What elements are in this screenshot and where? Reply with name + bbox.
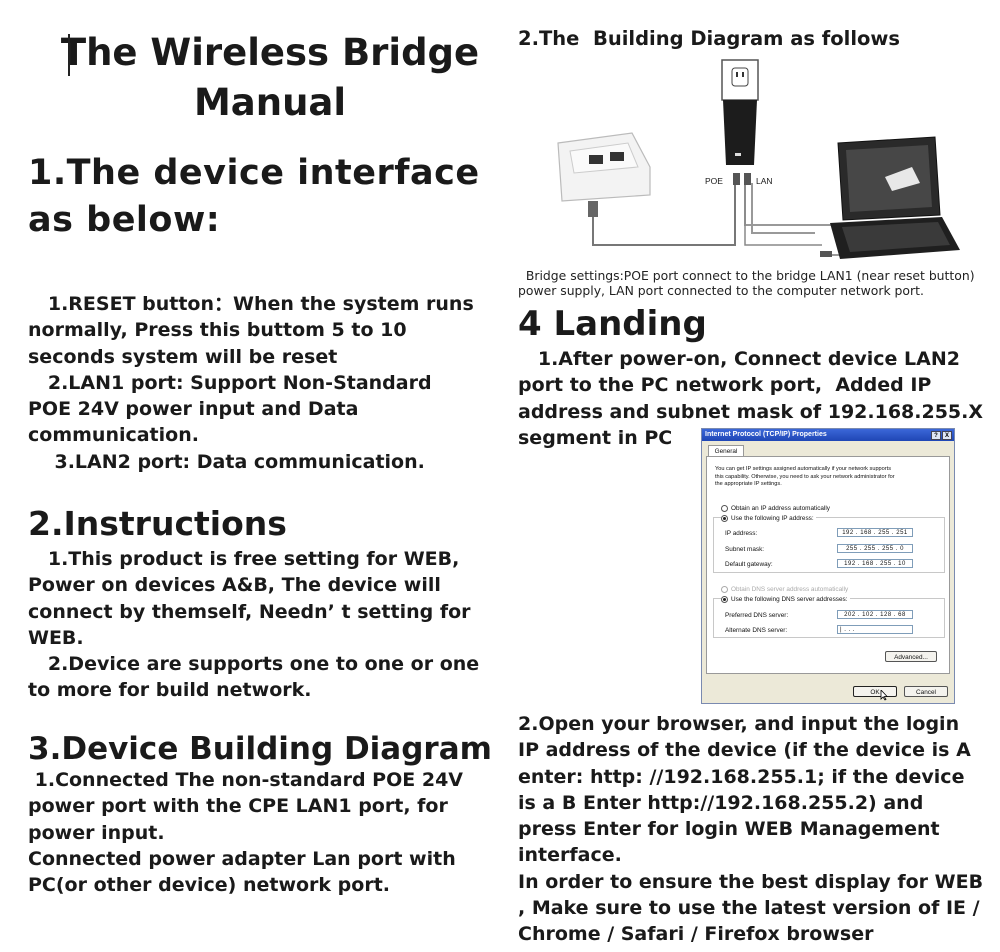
- lan-wire-b: [751, 183, 815, 234]
- section4-step1: 1.After power-on, Connect device LAN2 po…: [518, 348, 984, 449]
- preferred-dns-label: Preferred DNS server:: [725, 612, 789, 619]
- lan-label: LAN: [756, 176, 773, 186]
- building-diagram: [557, 59, 960, 259]
- poe-wire: [592, 185, 736, 246]
- ip-group: [713, 517, 945, 573]
- section1-body: 1.RESET button：When the system runs norm…: [28, 293, 474, 473]
- ok-button[interactable]: OK: [853, 686, 897, 697]
- section3-body: 1.Connected The non-standard POE 24V pow…: [28, 769, 463, 897]
- ip-address-field[interactable]: 192 . 168 . 255 . 251: [837, 528, 913, 537]
- cancel-button[interactable]: Cancel: [904, 686, 948, 697]
- subnet-mask-label: Subnet mask:: [725, 546, 765, 553]
- poe-label: POE: [705, 176, 723, 186]
- section4-heading: 4 Landing: [518, 304, 707, 344]
- preferred-dns-field[interactable]: 202 . 102 . 128 . 68: [837, 610, 913, 619]
- tab-general[interactable]: General: [708, 445, 744, 457]
- use-following-ip-radio[interactable]: [721, 515, 728, 522]
- subnet-mask-field[interactable]: 255 . 255 . 255 . 0: [837, 544, 913, 553]
- cpe-device-image: [557, 132, 651, 217]
- tcpip-properties-dialog: Internet Protocol (TCP/IP) Properties ?X…: [701, 428, 955, 704]
- lan-wire-c: [744, 185, 822, 246]
- help-button[interactable]: ?: [931, 431, 941, 440]
- text-cursor: [68, 34, 70, 76]
- dialog-title-bar: Internet Protocol (TCP/IP) Properties ?X: [702, 429, 954, 441]
- cpe-plug: [588, 201, 598, 217]
- laptop-image: [820, 136, 960, 259]
- obtain-dns-auto-radio[interactable]: [721, 586, 728, 593]
- obtain-dns-auto-label: Obtain DNS server address automatically: [731, 586, 849, 594]
- section2-body: 1.This product is free setting for WEB, …: [28, 548, 480, 702]
- diagram-caption: Bridge settings:POE port connect to the …: [518, 268, 975, 298]
- section1-heading-line1: 1.The device interface: [28, 153, 480, 193]
- mouse-pointer-icon: [880, 690, 888, 701]
- poe-port-plug: [733, 173, 740, 185]
- alternate-dns-label: Alternate DNS server:: [725, 627, 788, 634]
- obtain-ip-auto-option[interactable]: Obtain an IP address automatically: [721, 505, 830, 512]
- manual-title: The Wireless Bridge Manual: [60, 28, 480, 128]
- obtain-ip-auto-label: Obtain an IP address automatically: [731, 505, 830, 513]
- section1-heading: 1.The device interface as below:: [28, 150, 480, 244]
- use-following-ip-option[interactable]: Use the following IP address:: [721, 515, 816, 523]
- obtain-dns-auto-option[interactable]: Obtain DNS server address automatically: [721, 586, 848, 593]
- lan-port-plug: [744, 173, 751, 185]
- poe-adapter-image: [721, 59, 759, 185]
- section1-heading-line2: as below:: [28, 200, 221, 240]
- general-panel: You can get IP settings assigned automat…: [706, 456, 950, 674]
- use-following-ip-label: Use the following IP address:: [731, 515, 814, 523]
- manual-title-line1: The Wireless Bridge: [60, 31, 480, 74]
- use-following-dns-radio[interactable]: [721, 596, 728, 603]
- ip-address-label: IP address:: [725, 530, 758, 537]
- default-gateway-field[interactable]: 192 . 168 . 255 . 10: [837, 559, 913, 568]
- obtain-ip-auto-radio[interactable]: [721, 505, 728, 512]
- use-following-dns-option[interactable]: Use the following DNS server addresses:: [721, 596, 850, 604]
- dialog-intro: You can get IP settings assigned automat…: [715, 466, 895, 488]
- section2-heading: 2.Instructions: [28, 504, 287, 543]
- close-button[interactable]: X: [942, 431, 952, 440]
- default-gateway-label: Default gateway:: [725, 561, 773, 568]
- use-following-dns-label: Use the following DNS server addresses:: [731, 596, 848, 604]
- diagram-heading: 2.The Building Diagram as follows: [518, 27, 901, 50]
- manual-title-line2: Manual: [193, 81, 347, 124]
- advanced-button[interactable]: Advanced...: [885, 651, 937, 662]
- dialog-title: Internet Protocol (TCP/IP) Properties: [705, 431, 827, 438]
- section4-step2: 2.Open your browser, and input the login…: [518, 713, 984, 946]
- section3-heading: 3.Device Building Diagram: [28, 731, 492, 767]
- alternate-dns-field[interactable]: | . . .: [837, 625, 913, 634]
